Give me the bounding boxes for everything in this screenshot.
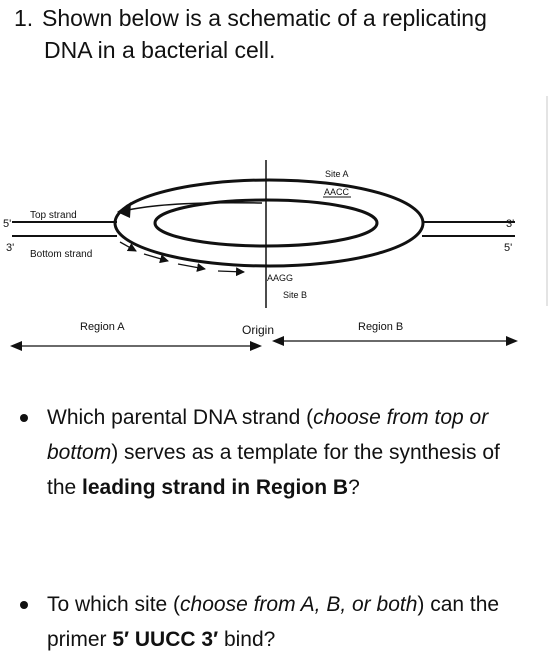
site-b-label: Site B <box>283 290 307 300</box>
okazaki-fragment <box>143 253 169 264</box>
region-b-label: Region B <box>358 321 403 333</box>
new-strand-top-arrowhead <box>117 202 131 218</box>
bullet-2-text: To which site (choose from A, B, or both… <box>20 587 530 657</box>
bullet-2-bold: 5′ UUCC 3′ <box>112 628 219 651</box>
okazaki-fragment <box>217 267 245 277</box>
region-b-arrowhead-right <box>506 336 518 346</box>
site-a-label: Site A <box>325 169 349 179</box>
region-a-arrowhead-left <box>10 341 22 351</box>
replication-diagram: Site A AACC AAGG Site B Top strand Botto… <box>3 160 518 351</box>
left-bottom-end-label: 3' <box>6 242 14 254</box>
bullet-dot <box>20 601 28 609</box>
region-b-arrowhead-left <box>272 336 284 346</box>
bullet-1-bold: leading strand in Region B <box>82 476 349 499</box>
region-a-label: Region A <box>80 321 125 333</box>
site-a-sequence: AACC <box>324 187 350 197</box>
bullet-1-text: Which parental DNA strand (choose from t… <box>20 400 530 505</box>
question-number: 1. <box>14 5 34 31</box>
bullet-1-part-3: ) serves as a template for the synthesis… <box>47 441 500 499</box>
bullet-2-part-5: bind? <box>218 628 276 651</box>
bullet-1-part-5: ? <box>348 476 360 499</box>
question-line-1: Shown below is a schematic of a replicat… <box>42 5 487 31</box>
question-bullet-1: Which parental DNA strand (choose from t… <box>20 400 530 505</box>
bullet-2-part-3: ) can the primer <box>47 593 500 651</box>
bullet-2-part-1: To which site ( <box>47 593 181 616</box>
bullet-1-part-1: Which parental DNA strand ( <box>47 406 314 429</box>
region-a-arrowhead-right <box>250 341 262 351</box>
new-strand-top <box>127 201 263 211</box>
bullet-dot <box>20 414 28 422</box>
top-strand-label: Top strand <box>30 210 77 221</box>
bullet-1-italic: choose from top or bottom <box>47 406 489 464</box>
left-top-end-label: 5' <box>3 218 11 230</box>
question-title: 1. Shown below is a schematic of a replic… <box>14 2 534 66</box>
site-b-sequence: AAGG <box>267 273 293 283</box>
okazaki-fragment <box>119 241 137 252</box>
bottom-strand-label: Bottom strand <box>30 249 92 260</box>
origin-label: Origin <box>242 323 274 337</box>
okazaki-fragment <box>177 263 206 272</box>
bullet-2-italic: choose from A, B, or both <box>180 593 418 616</box>
question-line-2: DNA in a bacterial cell. <box>44 37 276 63</box>
edge-divider <box>546 96 548 306</box>
right-bottom-end-label: 5' <box>504 242 512 254</box>
right-top-end-label: 3' <box>506 218 514 230</box>
question-bullet-2: To which site (choose from A, B, or both… <box>20 587 530 657</box>
